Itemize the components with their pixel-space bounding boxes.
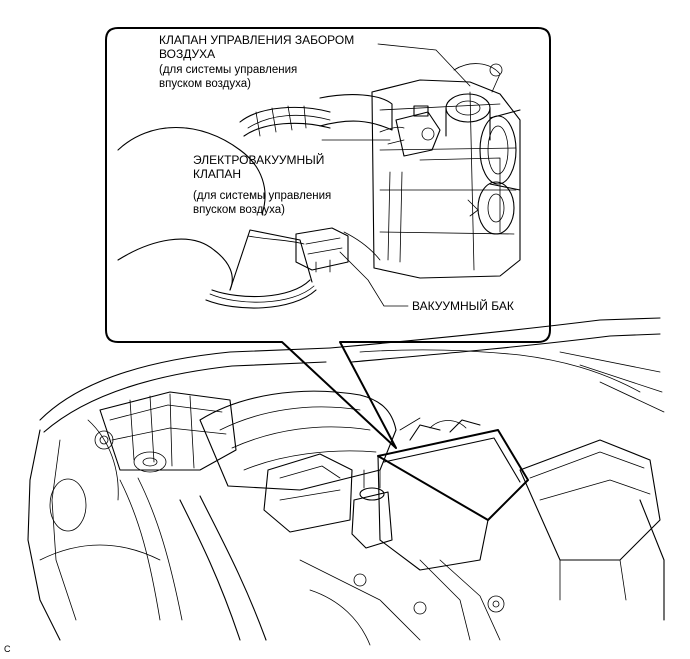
intake-control-valve-name-line1: КЛАПАН УПРАВЛЕНИЯ ЗАБОРОМ (159, 33, 355, 47)
figure-code: C (4, 644, 11, 654)
vsv-name-line2: КЛАПАН (193, 167, 242, 181)
vsv-note-line2: впуском воздуха) (193, 204, 285, 216)
callout-bubble (105, 27, 551, 449)
intake-control-valve-label: КЛАПАН УПРАВЛЕНИЯ ЗАБОРОМ ВОЗДУХА (для с… (159, 33, 354, 91)
vsv-note-line1: (для системы управления (193, 190, 332, 202)
detail-drawing (117, 43, 521, 309)
vacuum-tank-label: ВАКУУМНЫЙ БАК (412, 299, 514, 313)
engine-bay-drawing (27, 317, 665, 646)
vsv-label: ЭЛЕКТРОВАКУУМНЫЙ КЛАПАН (для системы упр… (193, 153, 331, 217)
intake-control-valve-note-line1: (для системы управления (159, 64, 298, 76)
vsv-name-line1: ЭЛЕКТРОВАКУУМНЫЙ (193, 153, 325, 167)
intake-control-valve-name-line2: ВОЗДУХА (159, 47, 216, 61)
intake-control-valve-note-line2: впуском воздуха) (159, 78, 251, 90)
